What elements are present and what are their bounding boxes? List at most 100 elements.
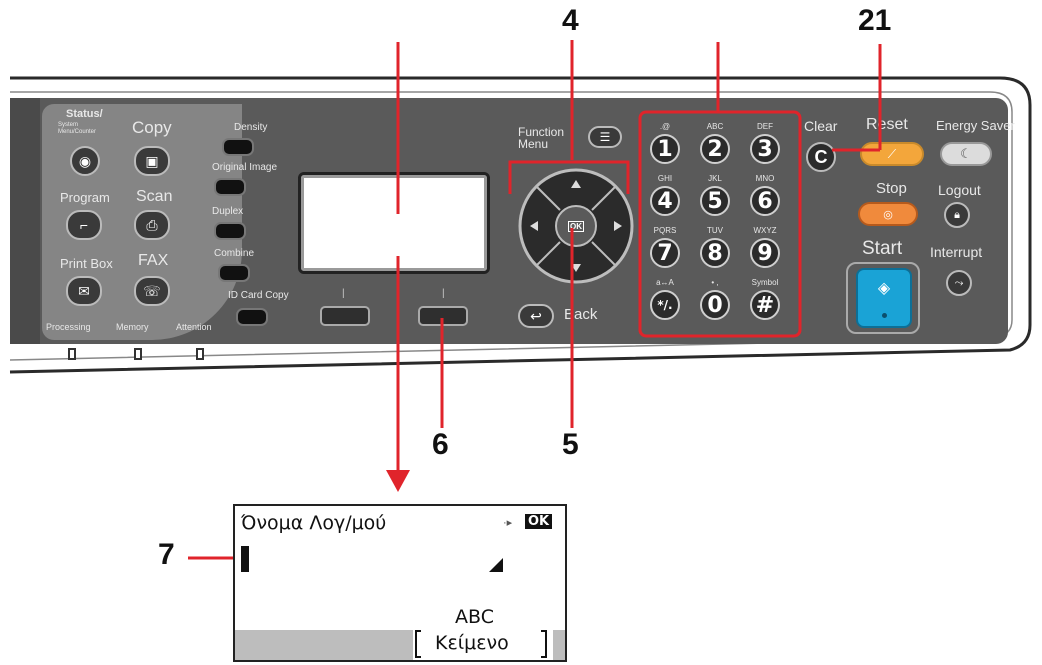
- ok-key[interactable]: OK: [562, 212, 590, 240]
- key-sub-label: ABC: [706, 122, 724, 131]
- keypad-key[interactable]: 5: [700, 186, 730, 216]
- start-label: Start: [862, 238, 903, 259]
- fax-button[interactable]: ☏: [134, 276, 170, 306]
- ok-key-label: OK: [568, 220, 584, 232]
- duplex-label: Duplex: [212, 206, 244, 217]
- density-button[interactable]: [222, 138, 254, 156]
- lcd-softkey-label[interactable]: Κείμενο: [435, 632, 509, 654]
- reset-label: Reset: [866, 116, 908, 133]
- combine-label: Combine: [214, 248, 255, 259]
- stop-icon: ◎: [883, 208, 893, 221]
- scan-button[interactable]: ⎙: [134, 210, 170, 240]
- callout-21: 21: [858, 4, 892, 37]
- key-sub-label: TUV: [707, 226, 723, 235]
- status-button[interactable]: ◉: [70, 146, 100, 176]
- softkey-left-mark: |: [342, 288, 345, 299]
- original-image-label: Original Image: [212, 162, 278, 173]
- print-box-button[interactable]: ✉: [66, 276, 102, 306]
- program-icon: ⌐: [79, 217, 89, 233]
- scan-icon: ⎙: [146, 216, 158, 233]
- clear-label: Clear: [804, 118, 838, 134]
- keypad-key[interactable]: */.: [650, 290, 680, 320]
- id-card-copy-button[interactable]: [236, 308, 268, 326]
- processing-label: Processing: [46, 322, 91, 332]
- key-sub-label: JKL: [708, 174, 722, 183]
- start-button-frame: [846, 262, 920, 334]
- clear-glyph: C: [814, 146, 828, 167]
- keypad-key[interactable]: 2: [700, 134, 730, 164]
- program-label: Program: [60, 190, 110, 205]
- lcd-text-cursor: [241, 546, 249, 572]
- back-button[interactable]: ↩: [518, 304, 554, 328]
- key-sub-label: PQRS: [653, 226, 677, 235]
- keypad-key[interactable]: 6: [750, 186, 780, 216]
- status-sub-label: System Menu/Counter: [58, 122, 97, 135]
- scan-label: Scan: [136, 188, 173, 205]
- memory-indicator: [134, 348, 142, 360]
- processing-indicator: [68, 348, 76, 360]
- keypad-key[interactable]: 7: [650, 238, 680, 268]
- keypad-key[interactable]: 0: [700, 290, 730, 320]
- back-arrow-icon: ↩: [530, 307, 542, 324]
- memory-label: Memory: [116, 322, 149, 332]
- lcd-nav-arrow-icon: ·▸: [503, 517, 513, 529]
- softkey-right-mark: |: [442, 288, 445, 299]
- copy-button[interactable]: ▣: [134, 146, 170, 176]
- lcd-softkey-bar: [235, 630, 413, 660]
- energy-saver-label: Energy Saver: [936, 118, 1015, 133]
- keypad-key[interactable]: 1: [650, 134, 680, 164]
- original-image-button[interactable]: [214, 178, 246, 196]
- keypad-key[interactable]: 8: [700, 238, 730, 268]
- reset-button[interactable]: ⟋: [860, 142, 924, 166]
- key-sub-label: MNO: [755, 174, 775, 183]
- id-card-copy-label: ID Card Copy: [228, 290, 289, 301]
- interrupt-icon: ⤳: [954, 276, 964, 289]
- energy-saver-button[interactable]: ☾: [940, 142, 992, 166]
- lcd-signal-icon: [489, 558, 503, 572]
- copy-icon: ▣: [145, 152, 159, 169]
- interrupt-label: Interrupt: [930, 244, 983, 260]
- status-icon: ◉: [78, 152, 92, 169]
- keypad-key[interactable]: #: [750, 290, 780, 320]
- keypad-key[interactable]: 3: [750, 134, 780, 164]
- fax-icon: ☏: [143, 282, 161, 299]
- attention-label: Attention: [176, 322, 212, 332]
- interrupt-button[interactable]: ⤳: [946, 270, 972, 296]
- logout-label: Logout: [938, 182, 981, 198]
- program-button[interactable]: ⌐: [66, 210, 102, 240]
- moon-icon: ☾: [960, 146, 972, 161]
- key-sub-label: .@: [659, 122, 671, 131]
- clear-button[interactable]: C: [806, 142, 836, 172]
- start-led-icon: [881, 313, 887, 319]
- keypad-key[interactable]: 9: [750, 238, 780, 268]
- reset-icon: ⟋: [887, 146, 897, 161]
- copy-label: Copy: [132, 118, 172, 137]
- key-sub-label: a↔A: [656, 278, 674, 287]
- callout-4: 4: [562, 4, 579, 37]
- lock-icon: 🔒︎: [954, 208, 960, 221]
- start-button[interactable]: ◈: [856, 268, 912, 328]
- attention-indicator: [196, 348, 204, 360]
- key-sub-label: GHI: [657, 174, 673, 183]
- duplex-button[interactable]: [214, 222, 246, 240]
- function-menu-button[interactable]: ☰: [588, 126, 622, 148]
- key-sub-label: Symbol: [751, 278, 779, 287]
- callout-7: 7: [158, 538, 175, 571]
- combine-button[interactable]: [218, 264, 250, 282]
- stop-button[interactable]: ◎: [858, 202, 918, 226]
- cursor-key-pad: [518, 168, 634, 284]
- logout-button[interactable]: 🔒︎: [944, 202, 970, 228]
- key-sub-label: WXYZ: [753, 226, 777, 235]
- lcd-ok-badge: OK: [525, 514, 553, 529]
- keypad-key[interactable]: 4: [650, 186, 680, 216]
- message-display: [298, 172, 490, 274]
- left-select-button[interactable]: [320, 306, 370, 326]
- callout-6: 6: [432, 428, 449, 461]
- key-sub-label: DEF: [757, 122, 773, 131]
- print-box-icon: ✉: [78, 282, 90, 299]
- menu-list-icon: ☰: [599, 130, 611, 144]
- print-box-label: Print Box: [60, 256, 113, 271]
- lcd-softkey-bracket-left: [415, 630, 421, 658]
